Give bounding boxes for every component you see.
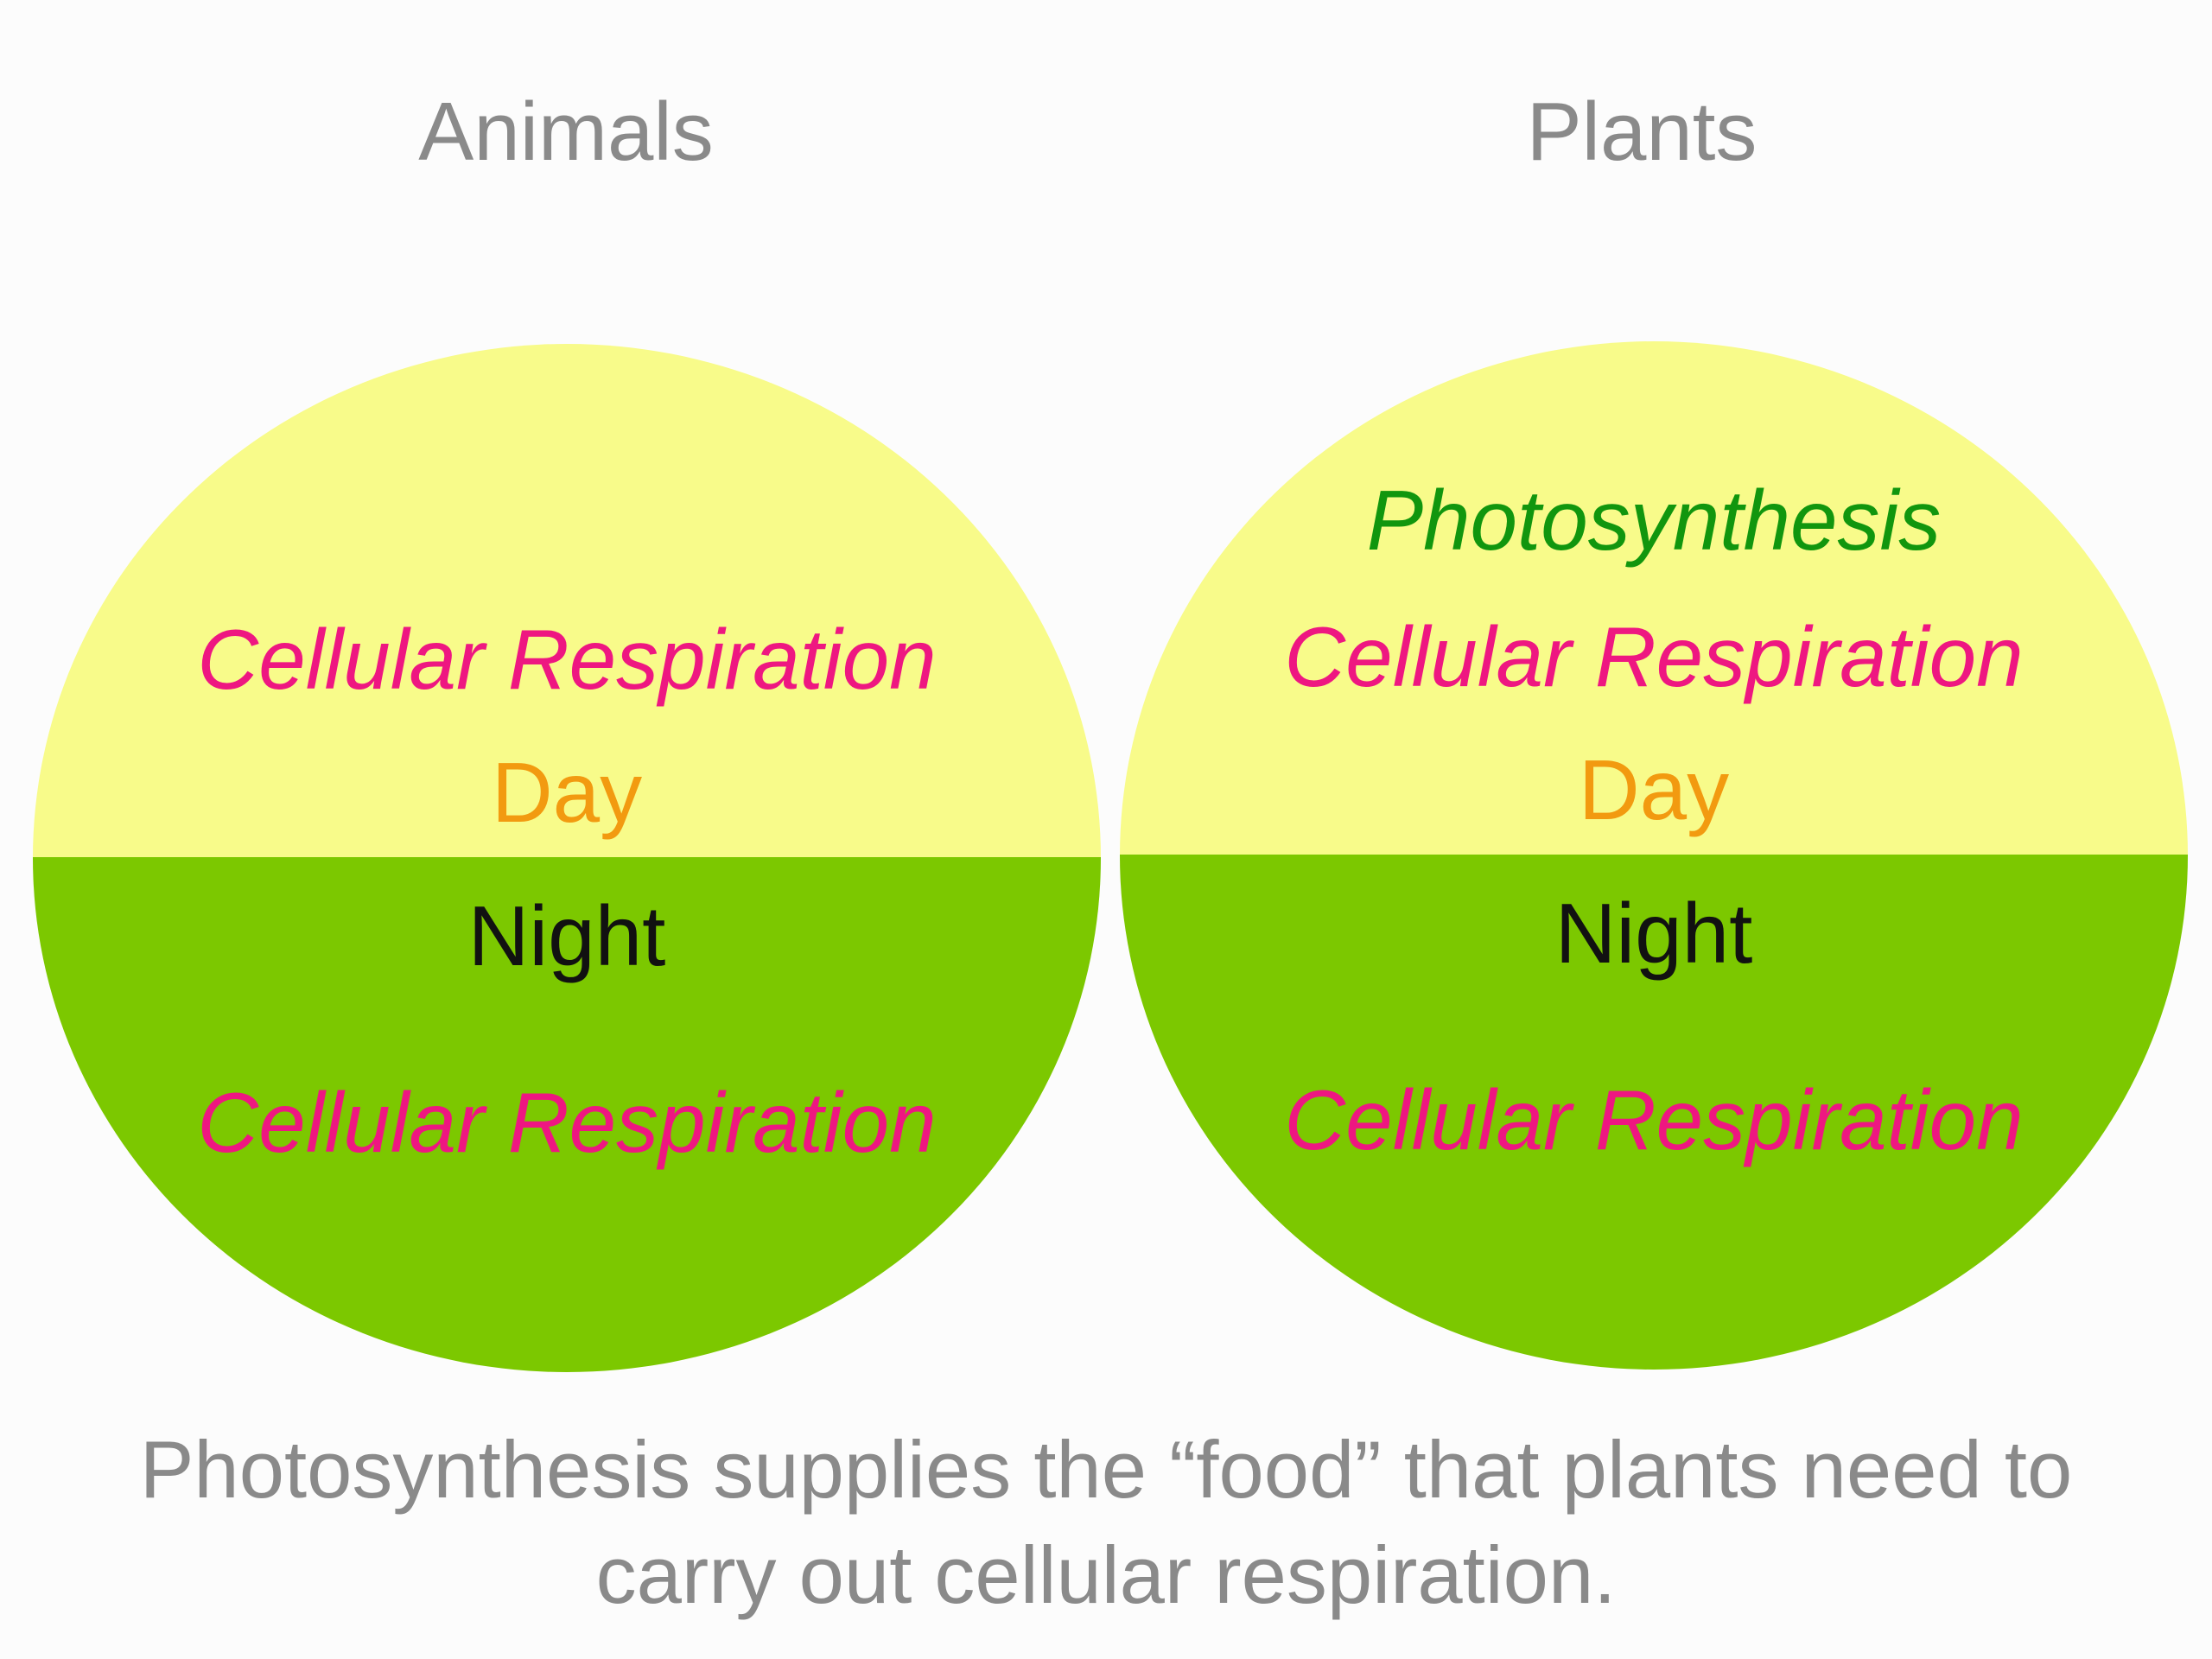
animals-title: Animals — [418, 86, 714, 178]
plants-circle: Photosynthesis Cellular Respiration Day … — [1120, 341, 2188, 1370]
plants-night-process: Cellular Respiration — [1284, 1072, 2024, 1167]
plants-day-process-photosynthesis: Photosynthesis — [1366, 473, 1942, 568]
plants-day-process-respiration: Cellular Respiration — [1284, 609, 2024, 704]
plants-night-half: Night Cellular Respiration — [1120, 855, 2188, 1370]
animals-night-label: Night — [467, 888, 666, 983]
plants-day-label: Day — [1578, 742, 1730, 837]
caption-line-1: Photosynthesis supplies the “food” that … — [139, 1424, 2073, 1515]
animals-day-label: Day — [491, 745, 643, 840]
animals-circle: Cellular Respiration Day Night Cellular … — [33, 344, 1101, 1372]
animals-day-half: Cellular Respiration Day — [33, 344, 1101, 857]
plants-title: Plants — [1526, 86, 1758, 178]
plants-night-label: Night — [1554, 886, 1753, 981]
animals-night-process: Cellular Respiration — [197, 1075, 937, 1170]
plants-day-half: Photosynthesis Cellular Respiration Day — [1120, 341, 2188, 855]
caption-line-2: carry out cellular respiration. — [595, 1529, 1617, 1620]
animals-day-process: Cellular Respiration — [197, 612, 937, 707]
animals-night-half: Night Cellular Respiration — [33, 857, 1101, 1372]
